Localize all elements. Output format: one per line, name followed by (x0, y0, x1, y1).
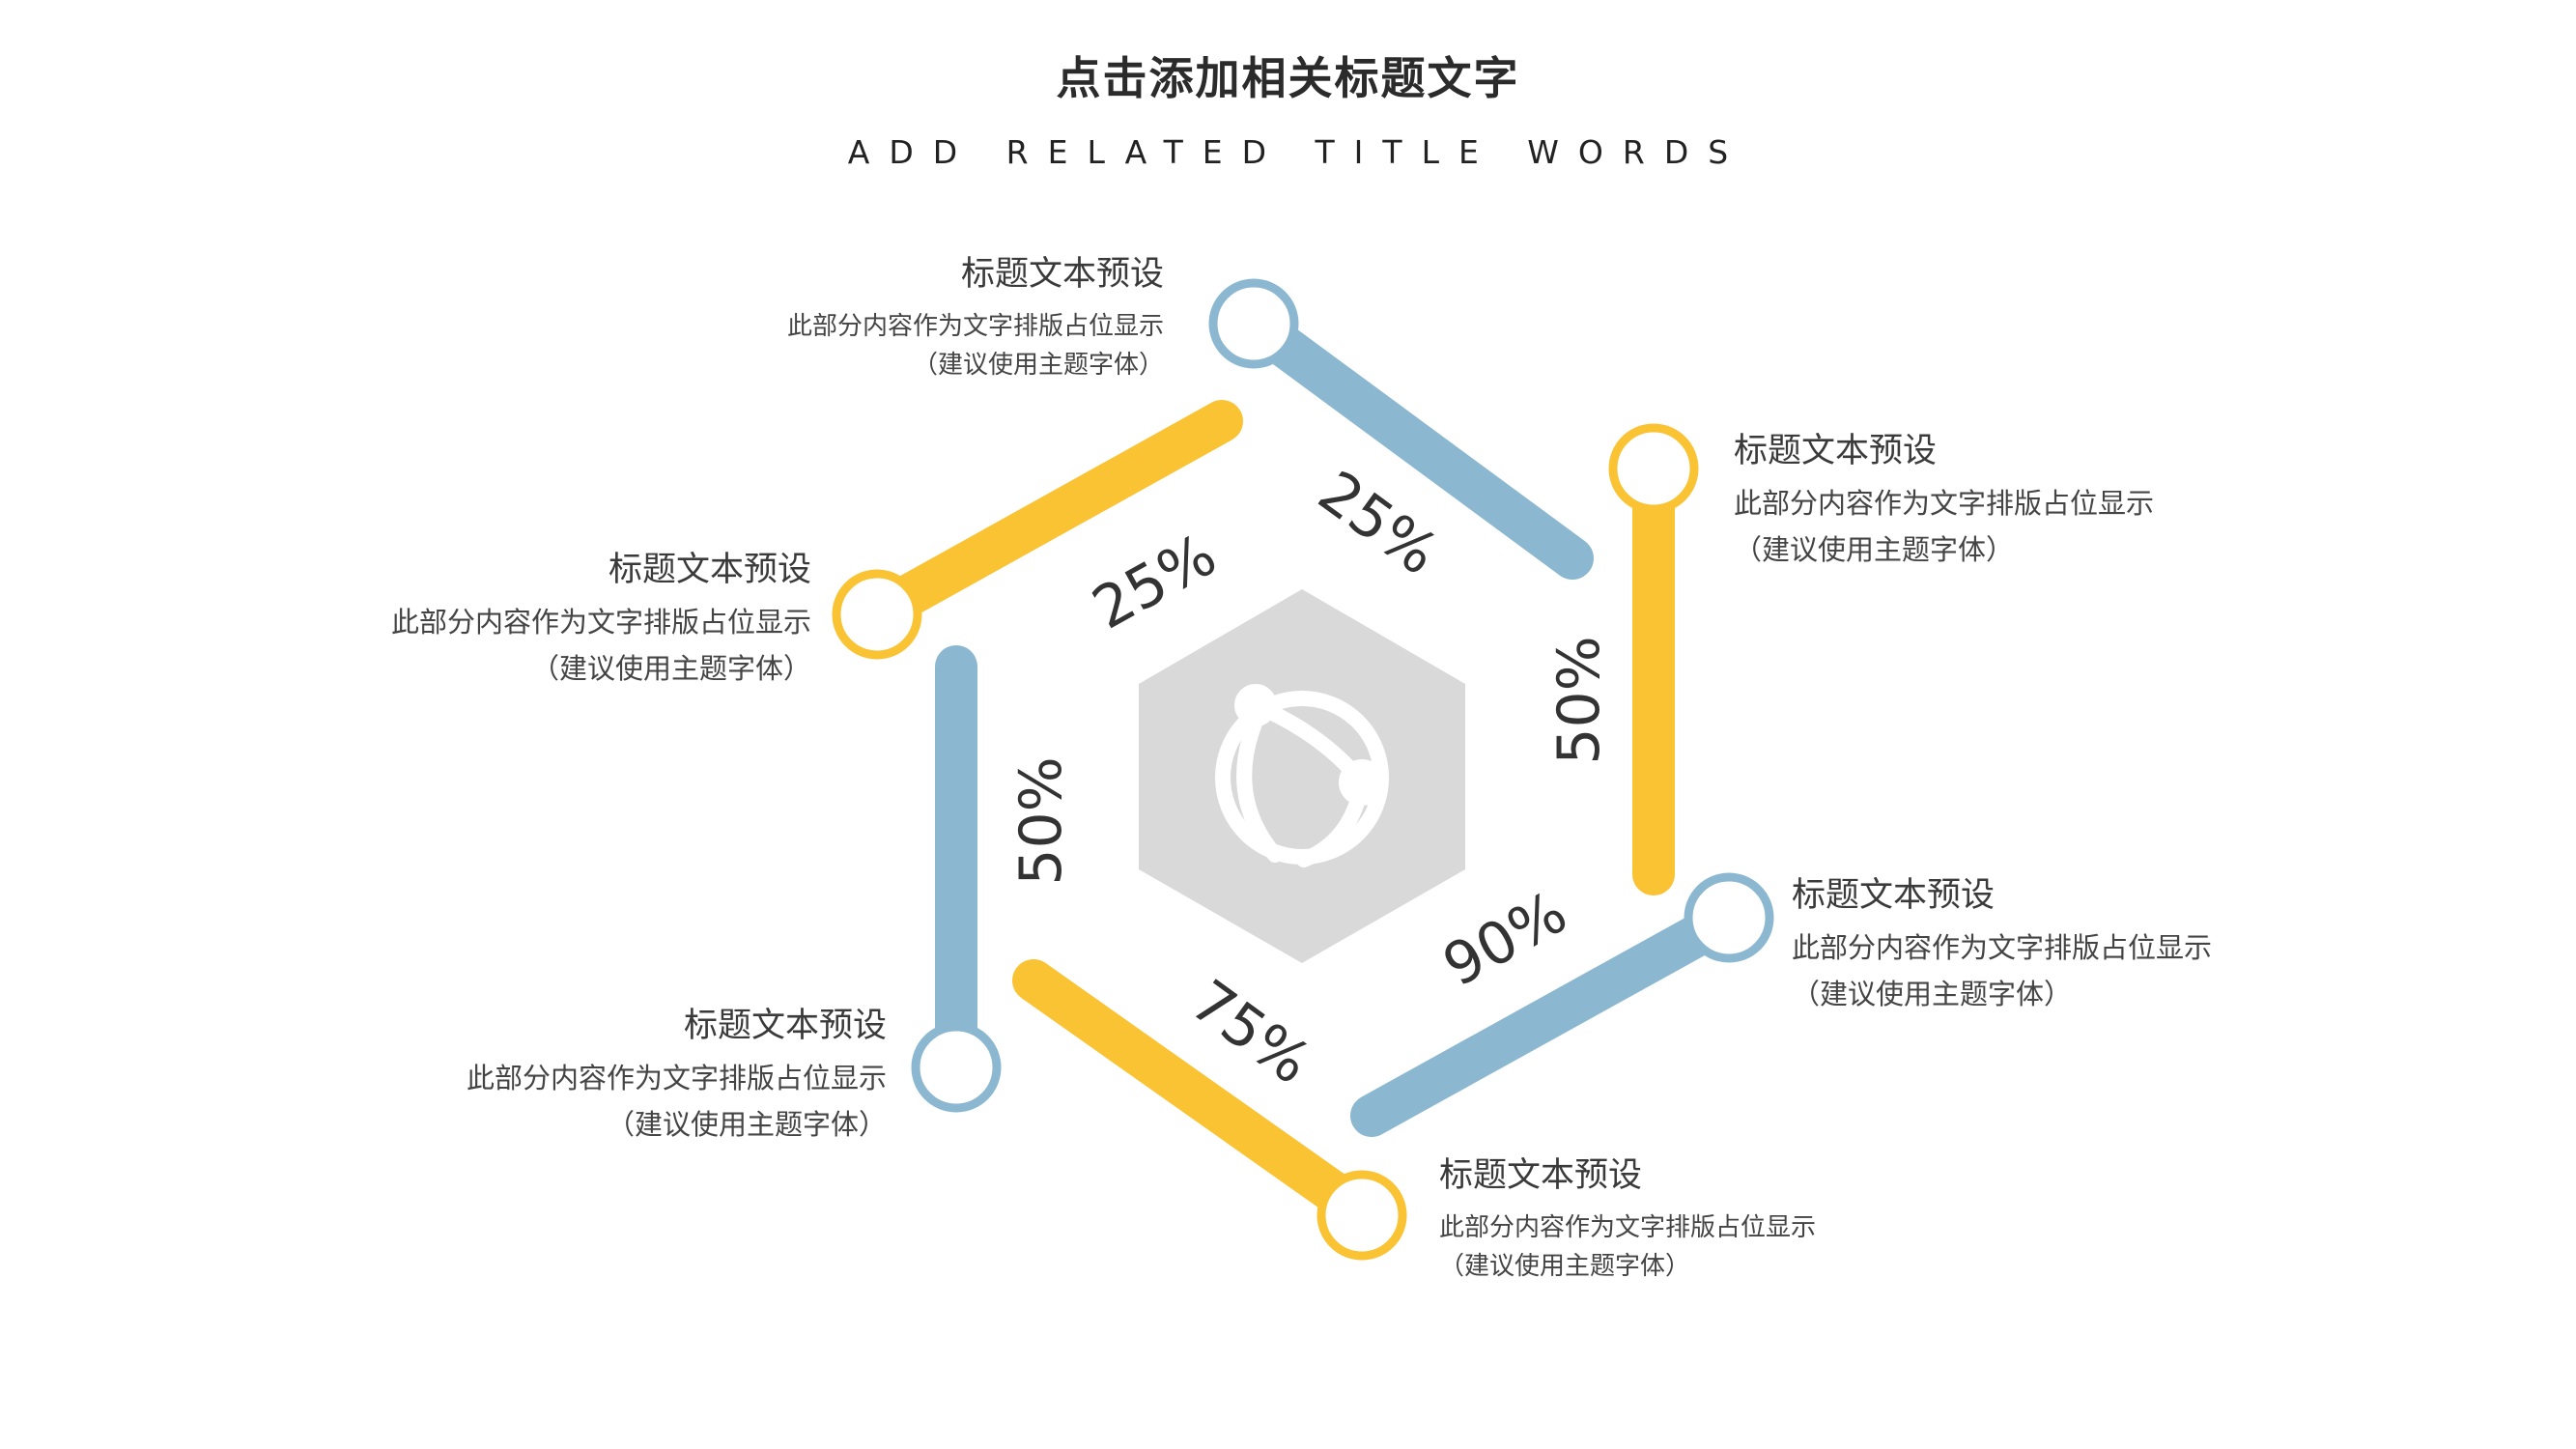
label-note: （建议使用主题字体） (1734, 533, 2015, 566)
node-circle-left-top (832, 569, 922, 660)
label-note: （建议使用主题字体） (606, 1108, 887, 1141)
label-bottom: 标题文本预设 此部分内容作为文字排版占位显示 （建议使用主题字体） (1439, 1154, 2173, 1286)
label-note: （建议使用主题字体） (1439, 1252, 1691, 1281)
node-circle-left-bottom (911, 1022, 1002, 1113)
label-desc: 此部分内容作为文字排版占位显示 (1439, 1213, 1817, 1242)
page-title: 点击添加相关标题文字 (1056, 52, 1520, 104)
label-right-bottom: 标题文本预设 此部分内容作为文字排版占位显示 （建议使用主题字体） (1792, 874, 2526, 1017)
segment-bar-top-right (1232, 302, 1594, 580)
pct-bottom-right: 90% (1432, 879, 1578, 1001)
label-title: 标题文本预设 (1734, 432, 1938, 470)
label-desc: 此部分内容作为文字排版占位显示 (1792, 931, 2213, 964)
label-desc: 此部分内容作为文字排版占位显示 (1734, 487, 2155, 520)
label-title: 标题文本预设 (960, 255, 1164, 294)
node-circle-top (1208, 278, 1299, 369)
node-circle-right-bottom (1684, 872, 1774, 963)
label-desc: 此部分内容作为文字排版占位显示 (786, 312, 1164, 341)
center-hexagon (1139, 589, 1465, 963)
node-circle-right-top (1608, 423, 1699, 514)
label-desc: 此部分内容作为文字排版占位显示 (390, 606, 811, 639)
label-note: （建议使用主题字体） (530, 652, 811, 685)
pct-right: 50% (1545, 636, 1613, 764)
page-subtitle: ADD RELATED TITLE WORDS (847, 133, 1748, 171)
label-left-top: 标题文本预设 此部分内容作为文字排版占位显示 （建议使用主题字体） (77, 549, 811, 692)
label-desc: 此部分内容作为文字排版占位显示 (466, 1062, 887, 1094)
segment-bar-top-left (867, 400, 1243, 628)
pct-top-left: 25% (1082, 522, 1228, 643)
label-title: 标题文本预设 (608, 551, 811, 589)
label-right-top: 标题文本预设 此部分内容作为文字排版占位显示 （建议使用主题字体） (1734, 430, 2468, 573)
segment-bar-bottom-right (1350, 896, 1750, 1137)
label-note: （建议使用主题字体） (912, 351, 1164, 380)
label-title: 标题文本预设 (683, 1007, 887, 1045)
label-note: （建议使用主题字体） (1792, 978, 2073, 1010)
label-left-bottom: 标题文本预设 此部分内容作为文字排版占位显示 （建议使用主题字体） (153, 1005, 887, 1148)
label-title: 标题文本预设 (1439, 1156, 1643, 1195)
node-circle-bottom (1316, 1170, 1407, 1261)
globe-icon (1215, 684, 1389, 867)
segment-bar-bottom-left (1012, 959, 1383, 1234)
label-top: 标题文本预设 此部分内容作为文字排版占位显示 （建议使用主题字体） (430, 253, 1164, 384)
pct-left: 50% (1007, 756, 1075, 885)
label-title: 标题文本预设 (1792, 876, 1996, 915)
